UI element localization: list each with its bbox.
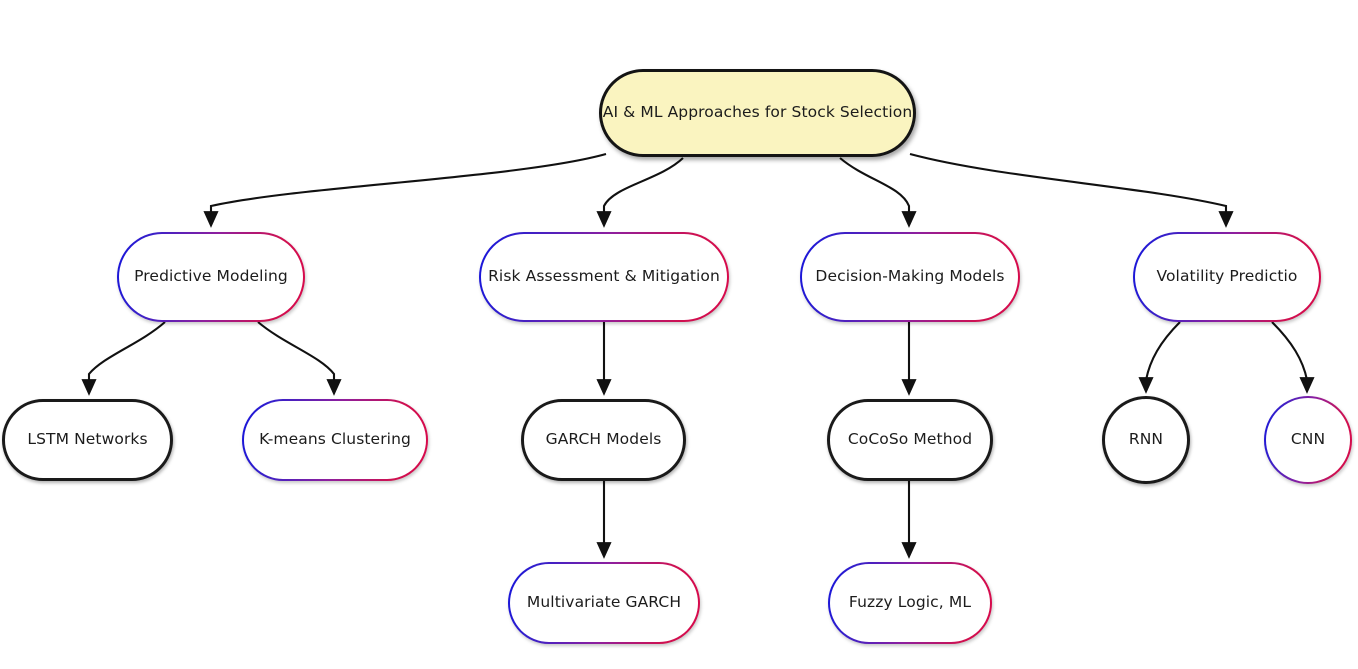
edge-predictive-to-kmeans	[257, 321, 342, 396]
node-label-decision: Decision-Making Models	[815, 267, 1005, 286]
node-volatility[interactable]: Volatility Predictio	[1133, 232, 1321, 322]
edge-volatility-to-cnn	[1271, 321, 1315, 394]
edge-root-to-predictive	[203, 152, 607, 228]
node-lstm[interactable]: LSTM Networks	[2, 399, 173, 481]
node-label-volatility: Volatility Predictio	[1156, 267, 1298, 286]
node-root[interactable]: AI & ML Approaches for Stock Selection	[599, 69, 916, 157]
node-label-kmeans: K-means Clustering	[259, 430, 411, 449]
node-label-lstm: LSTM Networks	[27, 430, 148, 449]
node-cnn[interactable]: CNN	[1264, 396, 1352, 484]
node-rnn[interactable]: RNN	[1102, 396, 1190, 484]
edge-predictive-to-lstm	[81, 321, 166, 396]
node-label-risk: Risk Assessment & Mitigation	[488, 267, 720, 286]
node-label-rnn: RNN	[1128, 430, 1164, 449]
node-label-cocoso: CoCoSo Method	[847, 430, 973, 449]
node-cocoso[interactable]: CoCoSo Method	[827, 399, 993, 481]
node-label-garch: GARCH Models	[545, 430, 662, 449]
node-kmeans[interactable]: K-means Clustering	[242, 399, 428, 481]
edge-volatility-to-rnn	[1138, 321, 1181, 394]
edge-root-to-risk	[596, 157, 684, 228]
edge-root-to-decision	[839, 157, 917, 228]
node-garch[interactable]: GARCH Models	[521, 399, 686, 481]
edge-group	[81, 152, 1315, 559]
node-label-fuzzy: Fuzzy Logic, ML	[848, 593, 972, 612]
node-mgarch[interactable]: Multivariate GARCH	[508, 562, 700, 644]
node-label-cnn: CNN	[1290, 430, 1326, 449]
node-risk[interactable]: Risk Assessment & Mitigation	[479, 232, 729, 322]
node-label-root: AI & ML Approaches for Stock Selection	[602, 103, 913, 122]
edge-root-to-volatility	[909, 152, 1234, 228]
node-fuzzy[interactable]: Fuzzy Logic, ML	[828, 562, 992, 644]
node-label-predictive: Predictive Modeling	[134, 267, 288, 286]
node-decision[interactable]: Decision-Making Models	[800, 232, 1020, 322]
node-label-mgarch: Multivariate GARCH	[526, 593, 682, 612]
node-predictive[interactable]: Predictive Modeling	[117, 232, 305, 322]
